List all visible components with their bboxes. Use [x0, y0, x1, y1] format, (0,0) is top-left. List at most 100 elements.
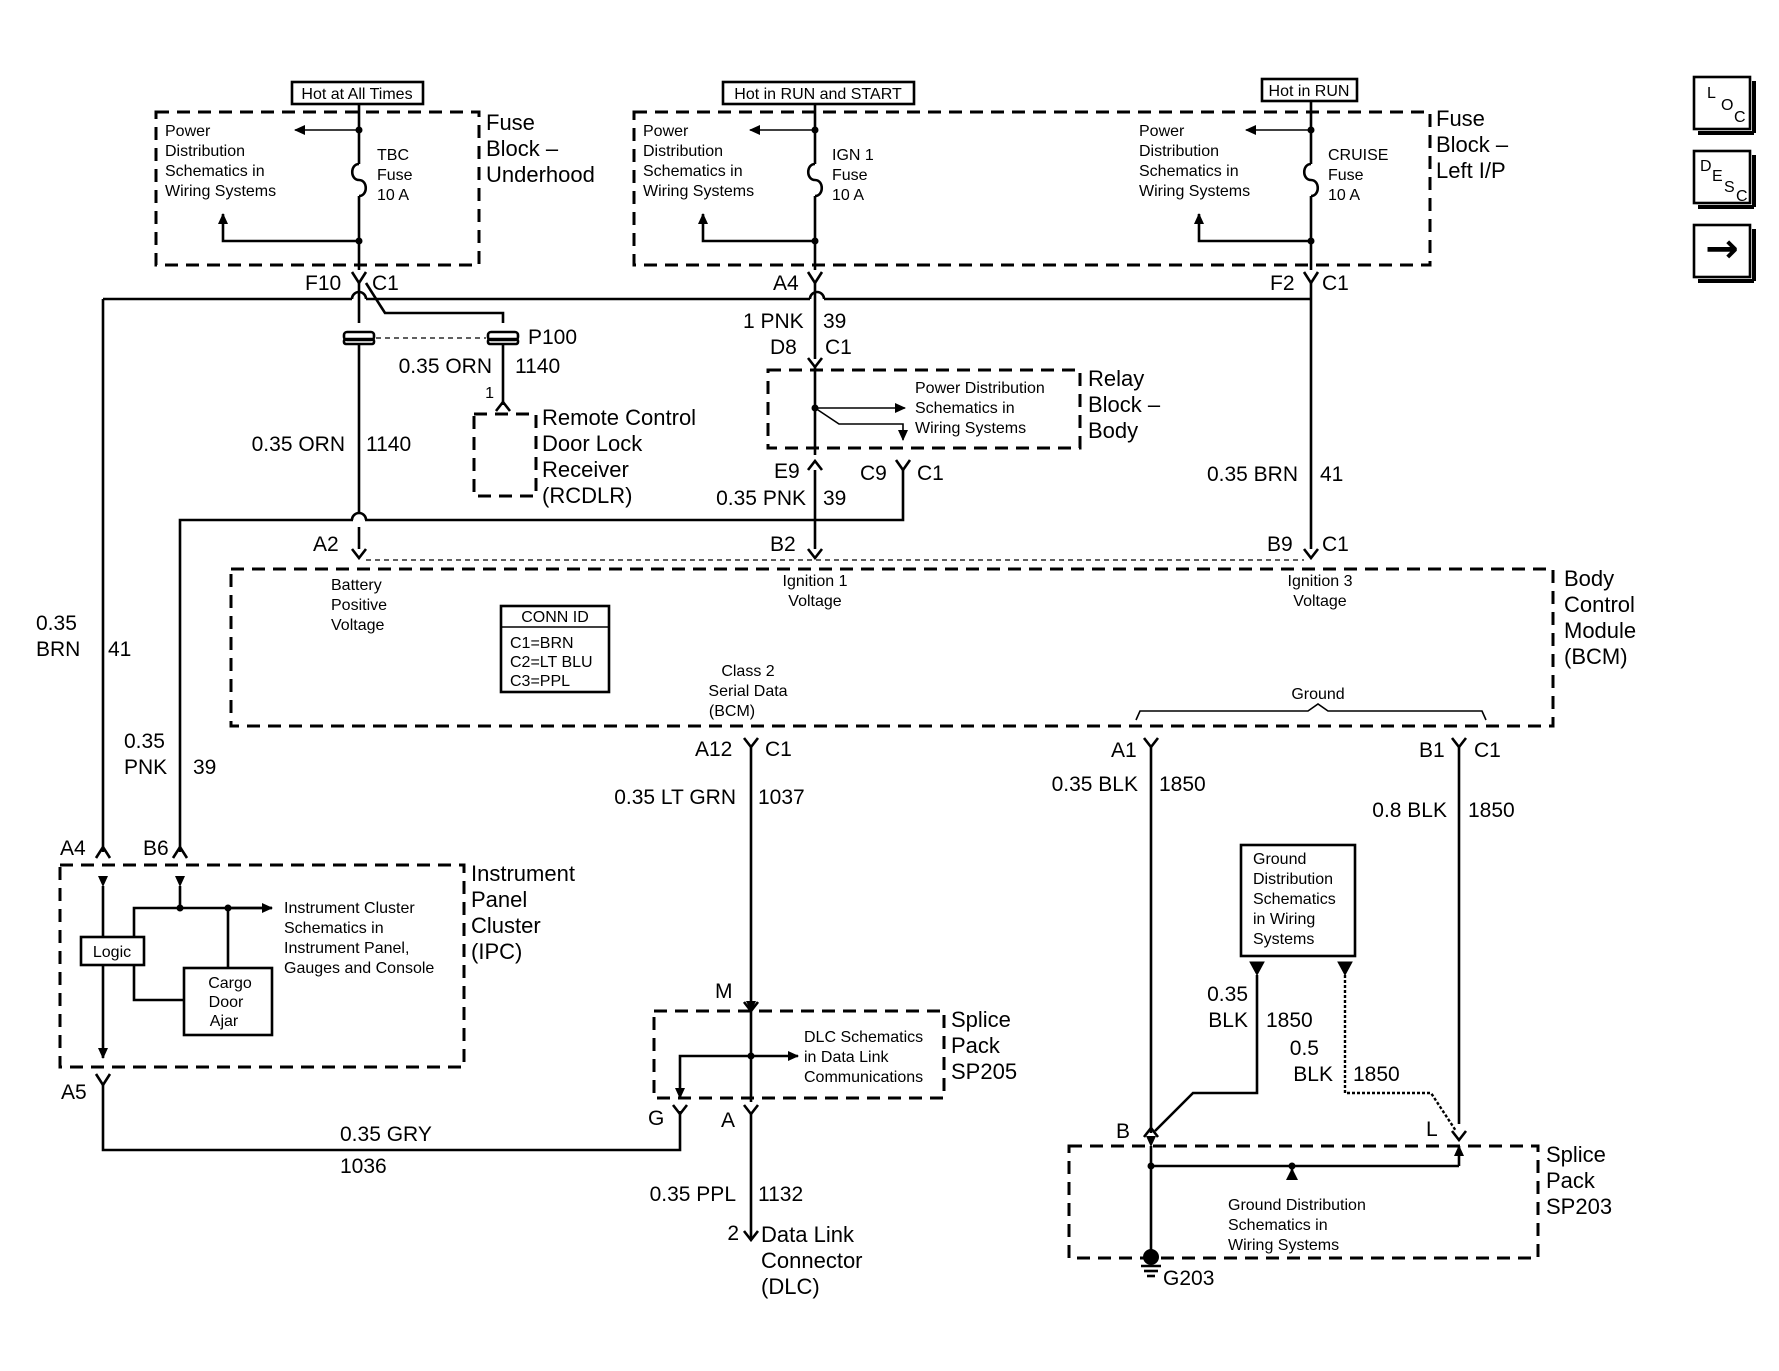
- bcm-serial-label: Serial Data: [708, 683, 787, 700]
- next-page-button[interactable]: →: [1692, 223, 1756, 283]
- wire-hop: [350, 511, 368, 549]
- bcm-title: Module: [1564, 618, 1636, 643]
- connector-l-label: L: [1426, 1118, 1438, 1141]
- wire-orn-1140: [342, 282, 520, 517]
- relay-block-title: Body: [1088, 418, 1138, 443]
- wire-label: 0.35 ORN: [252, 433, 345, 456]
- connector-c1-label: C1: [825, 336, 852, 359]
- wire-label: 1850: [1266, 1009, 1313, 1032]
- connector-a-label: A: [721, 1109, 735, 1132]
- hot-in-run-start-text: Hot in RUN and START: [734, 86, 902, 103]
- conn-id-row: C2=LT BLU: [510, 654, 593, 671]
- desc-letter: D: [1700, 158, 1712, 175]
- sp203-inner-text: Ground Distribution: [1228, 1197, 1366, 1214]
- bcm-battery-label: Positive: [331, 597, 387, 614]
- wire-ppl-1132: [742, 1104, 760, 1243]
- wire-label: 0.35 PNK: [716, 487, 806, 510]
- sp203-inner-text: Wiring Systems: [1228, 1237, 1339, 1254]
- logic-box: Logic: [79, 935, 146, 967]
- connector-c1-label: C1: [1474, 739, 1501, 762]
- power-dist-text: Schematics in: [1139, 163, 1239, 180]
- bcm-battery-label: Voltage: [331, 617, 384, 634]
- wire-label: 1140: [366, 433, 411, 456]
- wire-label: BLK: [1293, 1063, 1333, 1086]
- wire-label: 1850: [1159, 773, 1206, 796]
- connector-d8-label: D8: [770, 336, 797, 359]
- tbc-fuse-label: Fuse: [377, 167, 413, 184]
- wire-label: 39: [823, 310, 846, 333]
- wire-label: 0.8 BLK: [1372, 799, 1447, 822]
- sp205-inner-text: DLC Schematics: [804, 1029, 923, 1046]
- connector-e9-label: E9: [774, 460, 800, 483]
- cruise-fuse-label: 10 A: [1328, 187, 1360, 204]
- ipc-title: Cluster: [471, 913, 541, 938]
- desc-letter: S: [1724, 179, 1735, 196]
- connector-b9-label: B9: [1267, 533, 1293, 556]
- wire-label: 41: [1320, 463, 1343, 486]
- ipc-module: Logic Cargo Door Ajar Instrument Cluster…: [58, 863, 466, 1069]
- location-button[interactable]: L O C: [1692, 75, 1756, 135]
- wire-label: PNK: [124, 756, 167, 779]
- wire-label: 41: [108, 638, 131, 661]
- tbc-fuse-symbol: [350, 162, 368, 198]
- bcm-ground-label: Ground: [1291, 686, 1344, 703]
- sp205-title: Splice: [951, 1007, 1011, 1032]
- wire-label: 0.5: [1290, 1037, 1319, 1060]
- fuse-block-left-ip: Power Distribution Schematics in Wiring …: [632, 101, 1432, 270]
- desc-letter: E: [1712, 168, 1723, 185]
- sp205-inner-text: Communications: [804, 1069, 923, 1086]
- arrow-icon: [218, 213, 359, 243]
- power-dist-text: Schematics in: [165, 163, 265, 180]
- dlc-pin-label: 2: [727, 1222, 739, 1245]
- arrow-icon: [698, 213, 815, 243]
- relay-block-title: Block –: [1088, 392, 1161, 417]
- cruise-fuse-label: CRUISE: [1328, 147, 1388, 164]
- sp203-title: Pack: [1546, 1168, 1596, 1193]
- sp203-title: SP203: [1546, 1194, 1612, 1219]
- wire-label: 1 PNK: [743, 310, 804, 333]
- wire-label: 1037: [758, 786, 805, 809]
- wire-brn-41: [94, 283, 1313, 859]
- ipc-title: Panel: [471, 887, 527, 912]
- connector-a4-label: A4: [773, 272, 799, 295]
- ground-dist-text: Ground: [1253, 851, 1306, 868]
- fuse-block-left-ip-title: Left I/P: [1436, 158, 1506, 183]
- connector-b2-label: B2: [770, 533, 796, 556]
- fuse-block-underhood: Power Distribution Schematics in Wiring …: [154, 104, 481, 270]
- connector-f2-label: F2: [1270, 272, 1295, 295]
- connector-c1-label: C1: [917, 462, 944, 485]
- wire-label: 0.35: [1207, 983, 1248, 1006]
- ground-dist-text: in Wiring: [1253, 911, 1315, 928]
- power-dist-text: Distribution: [643, 143, 723, 160]
- rcdlr-title: Receiver: [542, 457, 629, 482]
- relay-inner-text: Power Distribution: [915, 380, 1045, 397]
- wire-label: 0.35: [124, 730, 165, 753]
- connector-c9-label: C9: [860, 462, 887, 485]
- connector-a2-label: A2: [313, 533, 339, 556]
- connector-b1-label: B1: [1419, 739, 1445, 762]
- power-dist-text: Distribution: [165, 143, 245, 160]
- wire-label: BRN: [36, 638, 80, 661]
- description-button[interactable]: D E S C: [1692, 149, 1756, 209]
- fuse-block-underhood-title: Block –: [486, 136, 559, 161]
- bcm-ign3-label: Ignition 3: [1288, 573, 1353, 590]
- hot-in-run-label: Hot in RUN: [1260, 77, 1359, 103]
- ipc-schem-text: Instrument Panel,: [284, 940, 409, 957]
- ground-bracket: [1135, 703, 1487, 721]
- bcm-battery-label: Battery: [331, 577, 382, 594]
- connector-c1-label: C1: [765, 738, 792, 761]
- sp205-title: SP205: [951, 1059, 1017, 1084]
- ground-dist-text: Distribution: [1253, 871, 1333, 888]
- loc-letter: O: [1721, 97, 1733, 114]
- rcdlr-title: (RCDLR): [542, 483, 632, 508]
- conn-id-row: C3=PPL: [510, 673, 570, 690]
- hot-in-run-text: Hot in RUN: [1269, 83, 1350, 100]
- power-dist-text: Schematics in: [643, 163, 743, 180]
- ipc-schem-text: Schematics in: [284, 920, 384, 937]
- ipc-schem-text: Instrument Cluster: [284, 900, 415, 917]
- ign-fuse-symbol: [806, 162, 824, 198]
- rcdlr-title: Remote Control: [542, 405, 696, 430]
- loc-letter: L: [1707, 85, 1716, 102]
